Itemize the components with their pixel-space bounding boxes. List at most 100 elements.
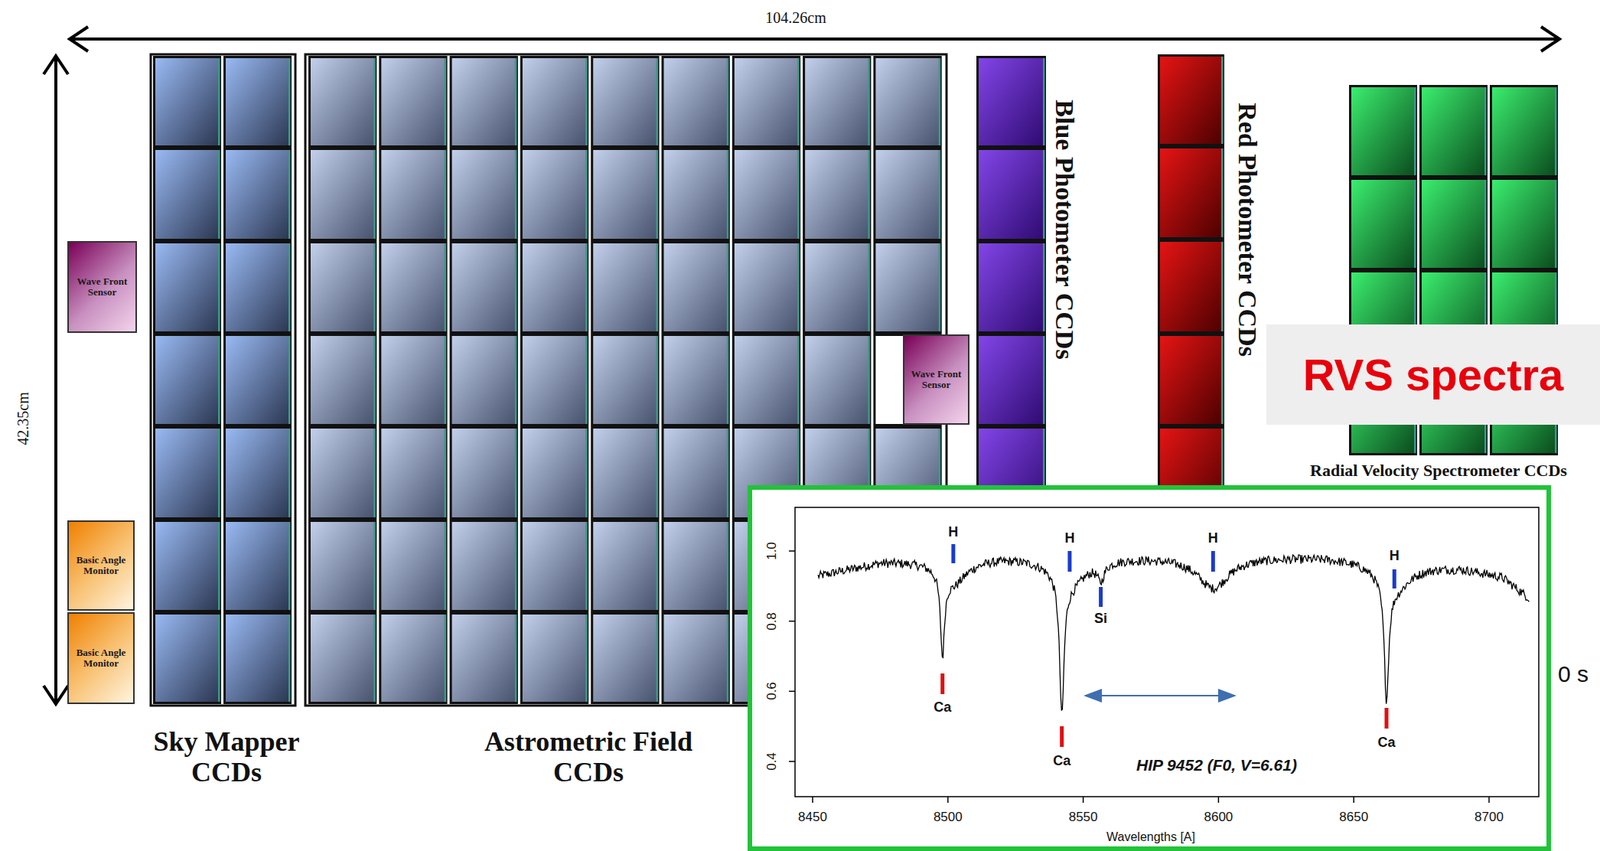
ccd-edge-strip — [726, 428, 730, 518]
axis-tick-label: 1.0 — [765, 541, 780, 561]
group-label: Blue Photometer CCDs — [1049, 99, 1079, 359]
ccd-edge-strip — [218, 614, 221, 702]
ccd-edge-strip — [1484, 87, 1487, 176]
ccd-edge-strip — [1042, 335, 1046, 424]
line-marker — [951, 544, 955, 564]
ccd-cell — [592, 613, 659, 704]
ccd-edge-strip — [1042, 243, 1046, 332]
ccd-edge-strip — [514, 149, 518, 239]
ccd-cell — [592, 521, 659, 612]
ccd-cell — [804, 335, 871, 426]
ccd-cell — [1420, 179, 1487, 270]
ccd-edge-strip — [726, 243, 730, 332]
ccd-edge-strip — [373, 614, 376, 702]
ccd-edge-strip — [1221, 148, 1224, 238]
y-tick — [788, 620, 796, 623]
ccd-edge-strip — [514, 335, 518, 424]
x-tick — [947, 796, 949, 803]
axis-tick-label: 8650 — [1336, 810, 1371, 825]
ccd-cell — [592, 427, 659, 519]
ccd-cell — [662, 613, 729, 704]
ccd-cell — [521, 335, 587, 426]
axis-tick-label: 0.6 — [765, 681, 780, 701]
group-label: Sky Mapper CCDs — [139, 726, 314, 788]
ccd-cell — [521, 57, 587, 147]
line-label: H — [945, 524, 961, 541]
ccd-edge-strip — [444, 243, 447, 332]
ccd-cell — [224, 57, 291, 147]
node-text: Wave Front Sensor — [71, 276, 133, 299]
monitor-box: Basic Angle Monitor — [67, 612, 135, 704]
dimension-arrowhead — [43, 685, 69, 704]
ccd-edge-strip — [514, 614, 518, 702]
node-text: Wave Front Sensor — [907, 368, 965, 392]
sky-mapper-frame — [150, 54, 296, 706]
ccd-edge-strip — [1221, 335, 1224, 424]
ccd-edge-strip — [1414, 87, 1417, 176]
ccd-edge-strip — [514, 428, 518, 518]
width-dimension-line — [69, 37, 1560, 41]
ccd-edge-strip — [373, 335, 376, 424]
sensor-box: Wave Front Sensor — [67, 241, 137, 333]
ccd-cell — [224, 335, 291, 426]
ccd-cell — [309, 613, 376, 704]
inset-frame — [749, 487, 1549, 849]
ccd-edge-strip — [1554, 87, 1558, 176]
ccd-cell — [309, 57, 376, 147]
ccd-cell — [224, 427, 291, 519]
arrowhead — [1083, 688, 1102, 703]
ccd-edge-strip — [444, 58, 447, 146]
ccd-cell — [450, 242, 517, 333]
ccd-cell — [380, 242, 447, 333]
ccd-edge-strip — [656, 149, 659, 239]
title-callout: RVS spectra — [1266, 324, 1600, 425]
ccd-edge-strip — [218, 428, 221, 518]
ccd-cell — [733, 335, 799, 426]
ccd-edge-strip — [1221, 241, 1224, 332]
ccd-cell — [309, 427, 376, 519]
axis-tick-label: 8450 — [795, 810, 830, 825]
dimension-label: 104.26cm — [762, 9, 828, 27]
ccd-cell — [309, 242, 376, 333]
ccd-cell — [521, 613, 587, 704]
star-label: HIP 9452 (F0, V=6.61) — [1134, 756, 1300, 774]
height-dimension-line — [54, 55, 58, 704]
line-label: Ca — [1050, 753, 1073, 770]
ccd-cell — [154, 613, 221, 704]
ccd-edge-strip — [514, 521, 518, 610]
ccd-cell — [1420, 86, 1487, 177]
ccd-cell — [450, 149, 517, 241]
monitor-box: Basic Angle Monitor — [67, 520, 135, 611]
ccd-edge-strip — [938, 149, 942, 239]
ccd-edge-strip — [444, 521, 447, 610]
ccd-edge-strip — [585, 521, 588, 610]
ccd-cell — [154, 521, 221, 612]
ccd-edge-strip — [288, 335, 291, 424]
ccd-edge-strip — [585, 614, 588, 702]
ccd-edge-strip — [288, 58, 291, 146]
ccd-cell — [874, 242, 941, 333]
ccd-cell — [380, 521, 447, 612]
ccd-edge-strip — [867, 243, 871, 332]
ccd-cell — [521, 521, 587, 612]
ccd-edge-strip — [656, 428, 659, 518]
line-label: Ca — [1375, 735, 1398, 751]
ccd-edge-strip — [1554, 179, 1558, 268]
ccd-cell — [224, 242, 291, 333]
axis-tick-label: 8550 — [1066, 810, 1101, 825]
node-text: Basic Angle Monitor — [71, 554, 131, 577]
ccd-cell — [380, 57, 447, 147]
ccd-edge-strip — [585, 149, 588, 239]
ccd-edge-strip — [444, 335, 447, 424]
ccd-edge-strip — [726, 149, 730, 239]
ccd-edge-strip — [444, 428, 447, 518]
x-tick — [1218, 796, 1220, 803]
ccd-cell — [450, 427, 517, 519]
ccd-cell — [592, 149, 659, 241]
ccd-cell — [1491, 179, 1558, 270]
axis-tick-label: 8600 — [1201, 810, 1236, 825]
ccd-edge-strip — [585, 428, 588, 518]
ccd-cell — [450, 613, 517, 704]
